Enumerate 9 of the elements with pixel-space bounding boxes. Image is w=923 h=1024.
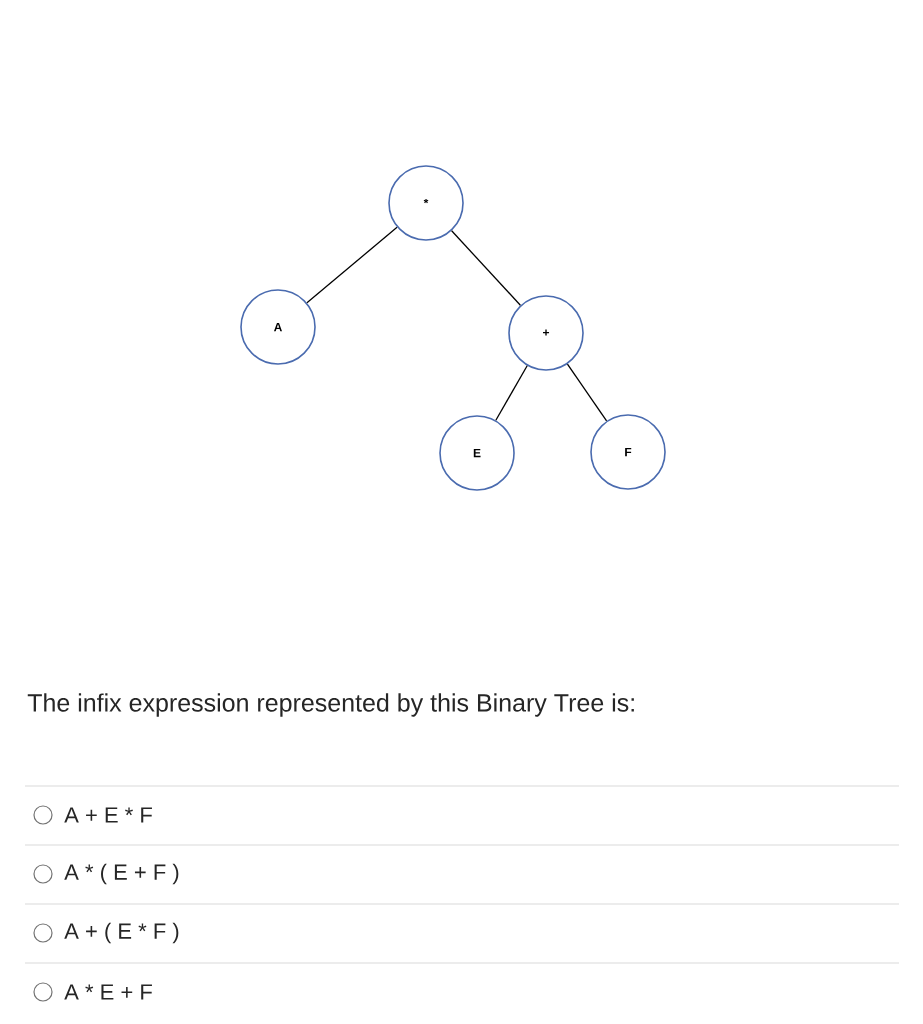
- answer-text: A + ( E * F ): [64, 922, 179, 944]
- tree-edge: [495, 365, 528, 421]
- tree-edge: [306, 226, 398, 304]
- answer-text: A * ( E + F ): [64, 863, 179, 885]
- answer-text: A * E + F: [64, 984, 152, 1000]
- tree-edge: [451, 230, 521, 306]
- question-text: The infix expression represented by this Binary Tree is:: [27, 693, 634, 717]
- tree-edge: [566, 363, 608, 422]
- answer-text: A + E * F: [64, 807, 152, 823]
